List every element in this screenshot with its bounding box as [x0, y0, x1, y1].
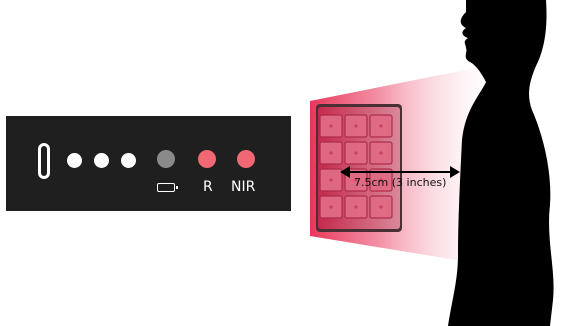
battery-icon — [157, 183, 178, 192]
red-label: R — [203, 179, 213, 195]
indicator-dot-2 — [94, 153, 109, 168]
nir-label: NIR — [231, 179, 256, 195]
led-panel-device — [316, 104, 402, 232]
power-switch-icon — [38, 143, 50, 179]
person-silhouette — [448, 0, 554, 326]
distance-label: 7.5cm (3 inches) — [354, 176, 447, 189]
indicator-dot-3 — [121, 153, 136, 168]
battery-indicator-light — [157, 150, 175, 168]
indicator-dot-1 — [67, 153, 82, 168]
red-light-indicator — [198, 150, 216, 168]
nir-light-indicator — [237, 150, 255, 168]
distance-arrow — [340, 166, 460, 178]
